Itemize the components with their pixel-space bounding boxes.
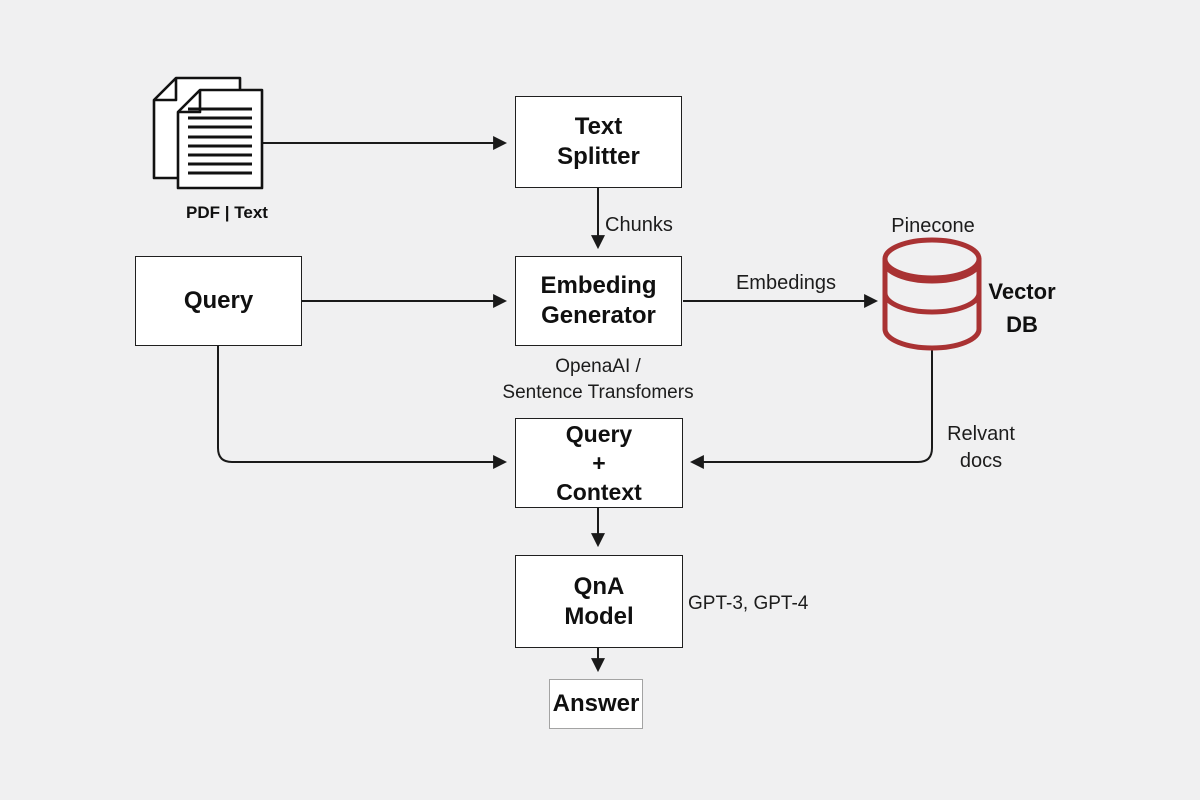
node-qna-model: QnA Model — [515, 555, 683, 648]
label-chunks: Chunks — [605, 214, 673, 236]
arrow-vector-db-to-query-context — [689, 347, 933, 469]
label-embedding-models: OpenaAI / Sentence Transfomers — [502, 356, 694, 403]
node-text-splitter: Text Splitter — [515, 96, 682, 188]
node-query: Query — [135, 256, 302, 346]
label-pinecone: Pinecone — [891, 215, 975, 237]
label-embeddings: Embedings — [735, 272, 837, 294]
label-pdf-text: PDF | Text — [186, 203, 268, 222]
documents-stack-icon — [152, 76, 264, 190]
node-answer: Answer — [549, 679, 643, 729]
label-vector-db: Vector DB — [988, 279, 1056, 337]
label-gpt-models: GPT-3, GPT-4 — [688, 593, 809, 614]
arrow-query-to-query-context — [217, 346, 508, 469]
node-embedding-generator: Embeding Generator — [515, 256, 682, 346]
node-query-context: Query + Context — [515, 418, 683, 508]
database-cylinder-icon — [882, 237, 982, 351]
label-relevant-docs: Relvant docs — [947, 423, 1015, 472]
